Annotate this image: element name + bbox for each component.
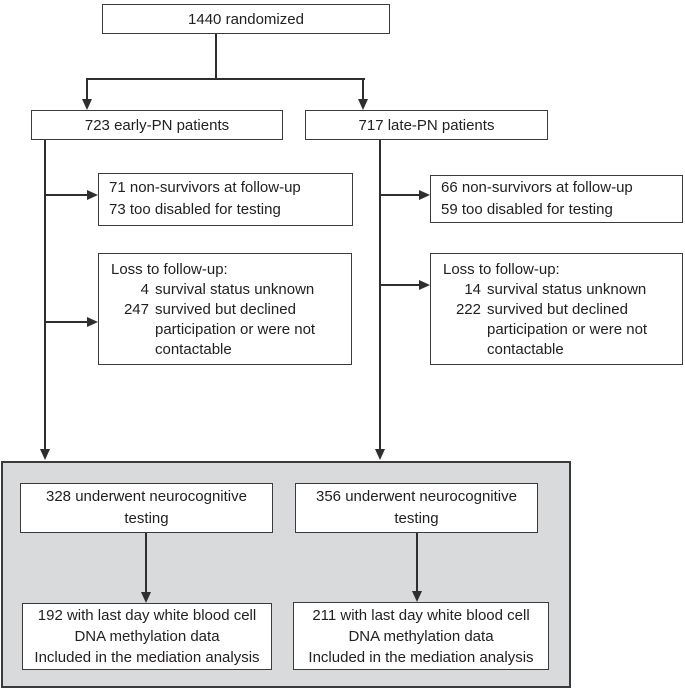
late-loss-item-2-count: 222 — [455, 301, 481, 318]
late-loss-item-1: 14 survival status unknown — [443, 280, 669, 300]
arrowhead-early-exclusion — [87, 190, 98, 200]
late-pn-label: 717 late-PN patients — [358, 116, 495, 134]
connector-early-mediation — [145, 533, 147, 593]
connector-randomized-drop — [215, 33, 217, 79]
connector-early-spine — [44, 140, 46, 450]
early-tested-line-1: 328 underwent neurocognitive — [46, 488, 247, 505]
connector-late-spine — [379, 140, 381, 450]
early-loss-item-2-text: survived but declined participation or w… — [155, 301, 316, 358]
early-tested-box: 328 underwent neurocognitive testing — [20, 483, 273, 533]
arrowhead-early-arm — [82, 99, 92, 110]
randomized-box: 1440 randomized — [102, 4, 390, 34]
arrowhead-early-mediation — [141, 592, 151, 603]
early-loss-item-2-count: 247 — [123, 301, 149, 318]
late-tested-line-2: testing — [394, 510, 439, 527]
randomized-label: 1440 randomized — [188, 10, 304, 28]
connector-late-exclusion — [380, 194, 420, 196]
arrowhead-late-exclusion — [419, 190, 430, 200]
arrowhead-early-loss — [87, 317, 98, 327]
late-exclusion-line-2: 59 too disabled for testing — [441, 201, 613, 218]
early-exclusion-line-1: 71 non-survivors at follow-up — [109, 179, 301, 196]
early-loss-item-1-count: 4 — [140, 281, 149, 298]
connector-late-arm-drop — [362, 78, 364, 101]
early-mediation-line-1: 192 with last day white blood cell — [37, 607, 257, 624]
early-loss-item-1: 4 survival status unknown — [111, 280, 337, 300]
connector-early-loss — [45, 321, 88, 323]
arrowhead-late-arm — [358, 99, 368, 110]
late-loss-item-2-text: survived but declined participation or w… — [487, 301, 648, 358]
late-tested-box: 356 underwent neurocognitive testing — [295, 483, 538, 533]
early-loss-item-2: 247 survived but declined participation … — [111, 300, 337, 360]
connector-late-loss — [380, 284, 420, 286]
early-loss-title: Loss to follow-up: — [111, 261, 228, 278]
late-exclusion-box: 66 non-survivors at follow-up 59 too dis… — [430, 175, 683, 223]
early-exclusion-line-2: 73 too disabled for testing — [109, 201, 281, 218]
late-mediation-line-1: 211 with last day white blood cell — [312, 606, 530, 624]
early-pn-box: 723 early-PN patients — [31, 110, 283, 140]
arrowhead-late-loss — [419, 280, 430, 290]
late-loss-box: Loss to follow-up: 14 survival status un… — [430, 253, 683, 365]
early-loss-item-1-text: survival status unknown — [155, 281, 315, 298]
late-mediation-box: 211 with last day white blood cell DNA m… — [293, 602, 549, 670]
late-loss-item-1-count: 14 — [464, 281, 481, 298]
early-tested-line-2: testing — [124, 510, 169, 527]
arrowhead-early-panel — [40, 449, 50, 460]
late-loss-item-2: 222 survived but declined participation … — [443, 300, 669, 360]
late-loss-title: Loss to follow-up: — [443, 261, 560, 278]
connector-split-horizontal — [86, 78, 365, 80]
late-mediation-line-2: DNA methylation data — [348, 627, 494, 645]
early-pn-label: 723 early-PN patients — [84, 116, 230, 134]
early-mediation-line-2: DNA methylation data — [74, 628, 220, 645]
early-loss-box: Loss to follow-up: 4 survival status unk… — [98, 253, 352, 365]
late-mediation-line-3: Included in the mediation analysis — [308, 648, 534, 666]
early-exclusion-box: 71 non-survivors at follow-up 73 too dis… — [98, 173, 353, 226]
arrowhead-late-panel — [375, 449, 385, 460]
late-exclusion-line-1: 66 non-survivors at follow-up — [441, 179, 633, 196]
connector-late-mediation — [416, 533, 418, 592]
late-loss-item-1-text: survival status unknown — [487, 281, 647, 298]
early-mediation-box: 192 with last day white blood cell DNA m… — [22, 603, 272, 670]
early-mediation-line-3: Included in the mediation analysis — [34, 649, 260, 666]
arrowhead-late-mediation — [412, 591, 422, 602]
connector-early-arm-drop — [86, 78, 88, 101]
connector-early-exclusion — [45, 194, 88, 196]
late-tested-line-1: 356 underwent neurocognitive — [316, 488, 517, 505]
late-pn-box: 717 late-PN patients — [305, 110, 548, 140]
